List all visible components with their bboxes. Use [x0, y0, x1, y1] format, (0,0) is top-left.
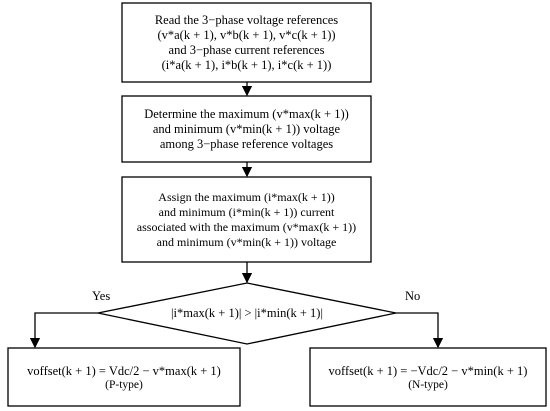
n-type-result-box: voffset(k + 1) = −Vdc/2 − v*min(k + 1) (… [310, 348, 546, 406]
read-line-4: (i*a(k + 1), i*b(k + 1), i*c(k + 1)) [161, 57, 332, 72]
p-type-label: (P-type) [105, 378, 143, 391]
no-label: No [405, 289, 421, 303]
read-line-1: Read the 3−phase voltage references [154, 12, 339, 27]
read-line-3: and 3−phase current references [168, 42, 325, 57]
read-line-2: (v*a(k + 1), v*b(k + 1), v*c(k + 1)) [157, 27, 336, 42]
yes-branch-line [29, 312, 98, 349]
determine-line-3: among 3−phase reference voltages [159, 136, 334, 151]
p-type-box-shape [7, 347, 241, 407]
p-type-equation: voffset(k + 1) = Vdc/2 − v*max(k + 1) [27, 363, 221, 378]
p-type-result-box: voffset(k + 1) = Vdc/2 − v*max(k + 1) (P… [8, 348, 240, 406]
determine-line-2: and minimum (v*min(k + 1)) voltage [152, 121, 341, 136]
assign-line-2: and minimum (i*min(k + 1)) current [158, 204, 335, 219]
assign-line-3: associated with the maximum (v*max(k + 1… [136, 219, 357, 234]
read-box-shape [121, 2, 372, 83]
no-branch-line [396, 312, 444, 349]
n-type-label: (N-type) [408, 378, 448, 391]
decision-condition: |i*max(k + 1)| > |i*min(k + 1)| [148, 303, 346, 323]
assign-line-4: and minimum (v*min(k + 1)) voltage [156, 234, 337, 249]
assign-line-1: Assign the maximum (i*max(k + 1)) [158, 189, 335, 204]
read-references-box: Read the 3−phase voltage references (v*a… [122, 3, 371, 82]
n-type-box-shape [309, 347, 547, 407]
determine-max-min-box: Determine the maximum (v*max(k + 1)) and… [122, 96, 371, 162]
determine-line-1: Determine the maximum (v*max(k + 1)) [144, 106, 349, 121]
decision-condition-text: |i*max(k + 1)| > |i*min(k + 1)| [171, 305, 323, 320]
n-type-equation: voffset(k + 1) = −Vdc/2 − v*min(k + 1) [328, 363, 528, 378]
yes-label: Yes [92, 289, 111, 303]
assign-current-box: Assign the maximum (i*max(k + 1)) and mi… [122, 177, 371, 262]
determine-box-shape [121, 95, 372, 163]
decision-diamond-shape [97, 282, 397, 345]
